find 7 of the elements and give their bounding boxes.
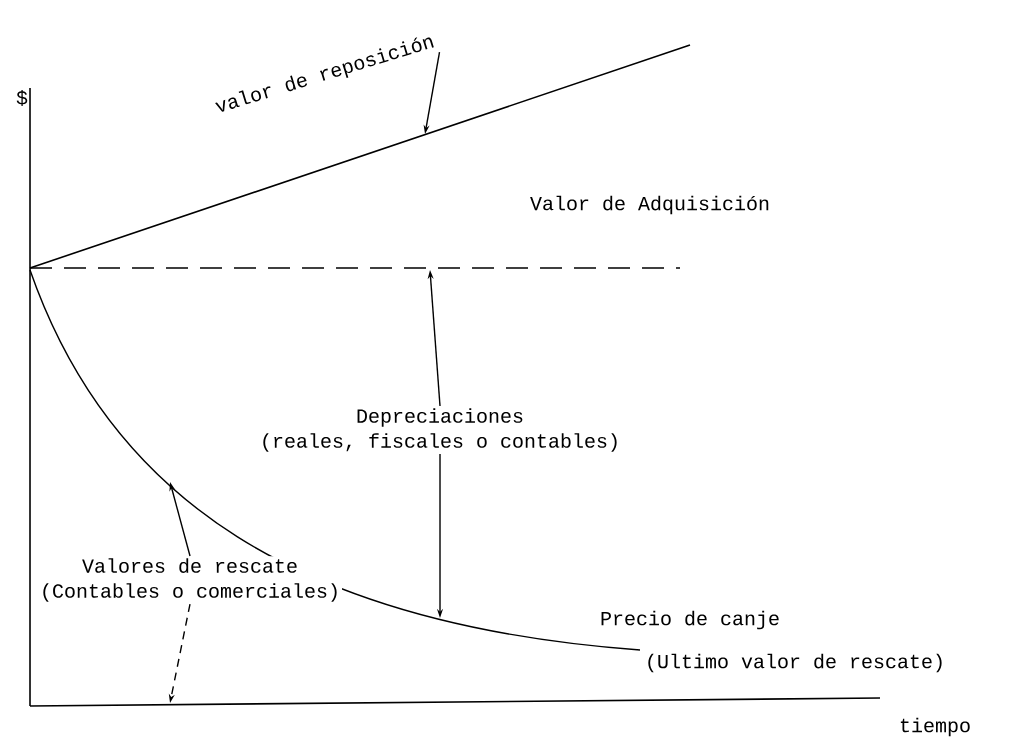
curve-label: Precio de canje [601,610,779,630]
axis-label: tiempo [900,717,970,737]
curve-label: (Ultimo valor de rescate) [648,653,942,673]
annotation-text: Depreciaciones (reales, fiscales o contables) [258,406,623,454]
annotation-text: Valores de rescate (Contables o comerciales) [38,556,343,604]
curve-label: Valor de Adquisición [530,195,769,215]
axis-label: $ [16,90,28,106]
